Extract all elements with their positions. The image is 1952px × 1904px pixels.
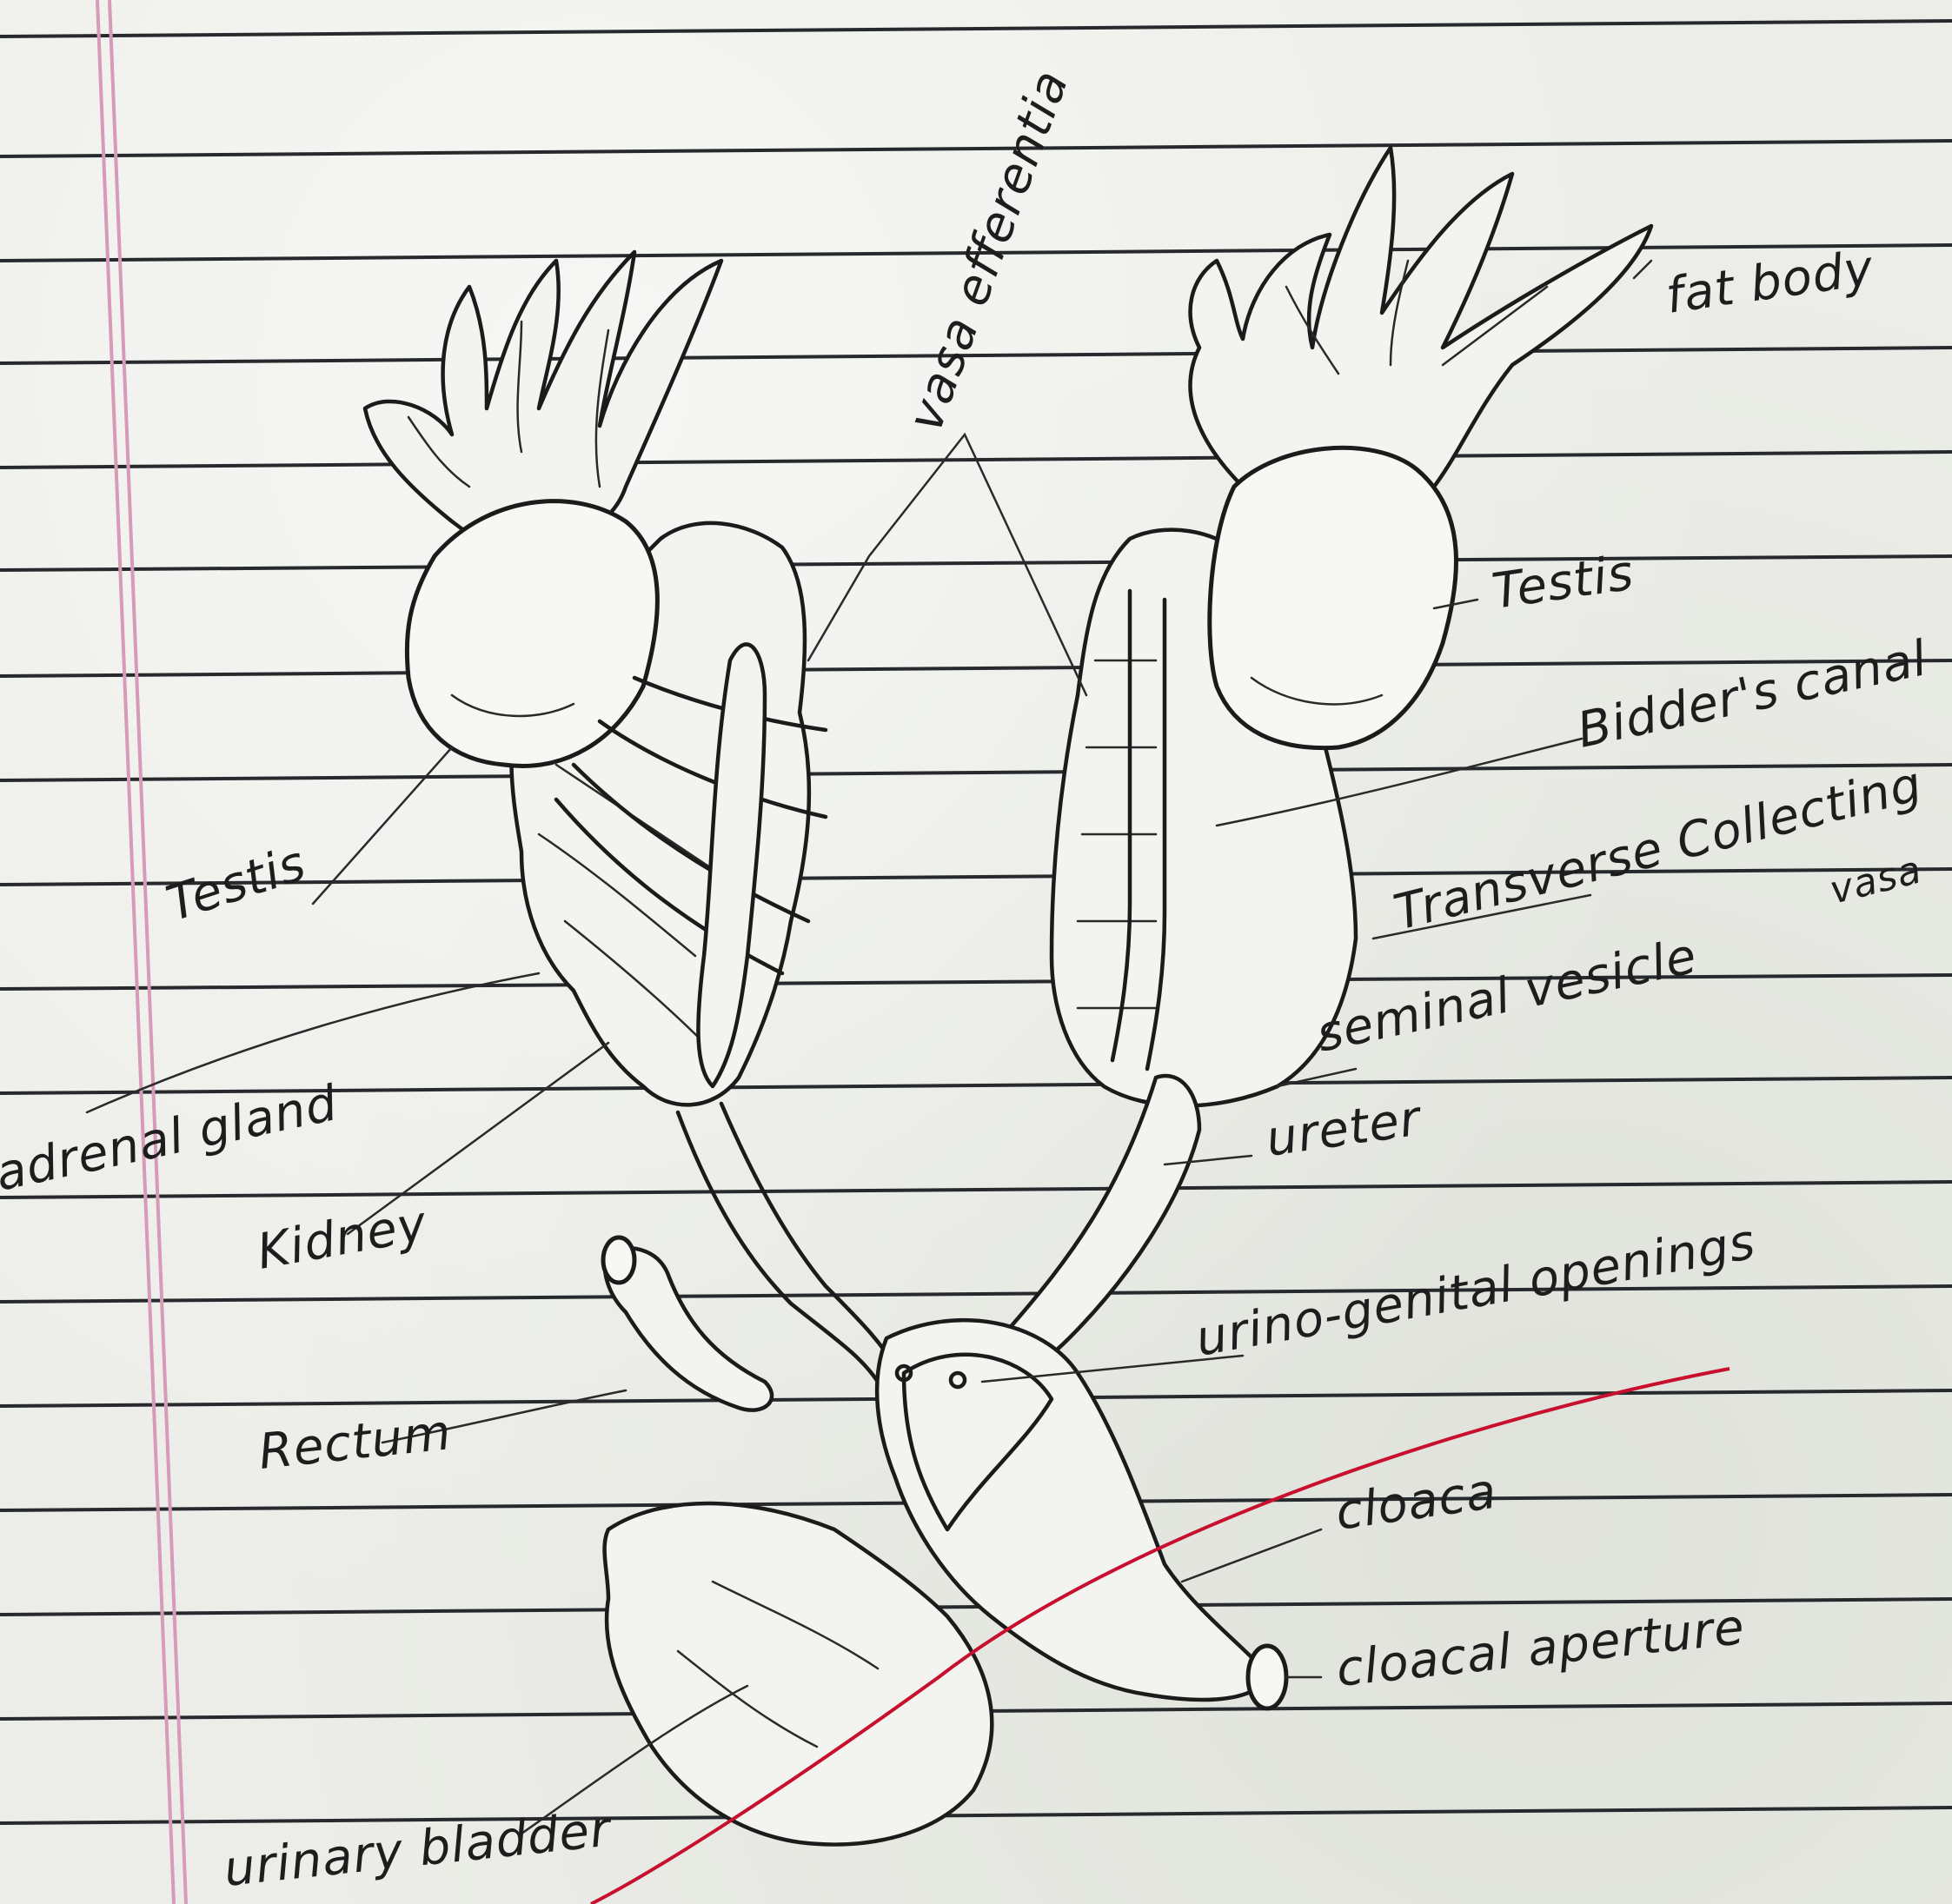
- cloacal-aperture: [1248, 1646, 1286, 1708]
- label-bidders-canal: Bidder's canal: [1572, 630, 1932, 760]
- rectum: [603, 1237, 772, 1410]
- labels: vasa efferentia fat body Testis Bidder's…: [0, 63, 1932, 1898]
- left-ureter: [678, 1104, 904, 1382]
- label-kidney: Kidney: [253, 1196, 431, 1281]
- right-fat-body: [1191, 148, 1651, 487]
- label-transverse-collecting: Transverse Collecting: [1389, 756, 1928, 942]
- label-vasa: vasa: [1825, 847, 1926, 912]
- label-cloaca: cloaca: [1332, 1463, 1500, 1542]
- right-testis: [1210, 448, 1457, 747]
- label-urinary-bladder: urinary bladder: [222, 1801, 615, 1898]
- label-testis-right: Testis: [1489, 545, 1637, 620]
- label-seminal-vesicle: seminal vesicle: [1311, 928, 1702, 1064]
- margin-line: [97, 0, 186, 1904]
- label-fat-body: fat body: [1663, 240, 1877, 325]
- label-rectum: Rectum: [256, 1404, 455, 1481]
- label-cloacal-aperture: cloacal aperture: [1334, 1599, 1748, 1698]
- label-ureter: ureter: [1263, 1090, 1426, 1167]
- label-testis-left: Testis: [160, 835, 313, 932]
